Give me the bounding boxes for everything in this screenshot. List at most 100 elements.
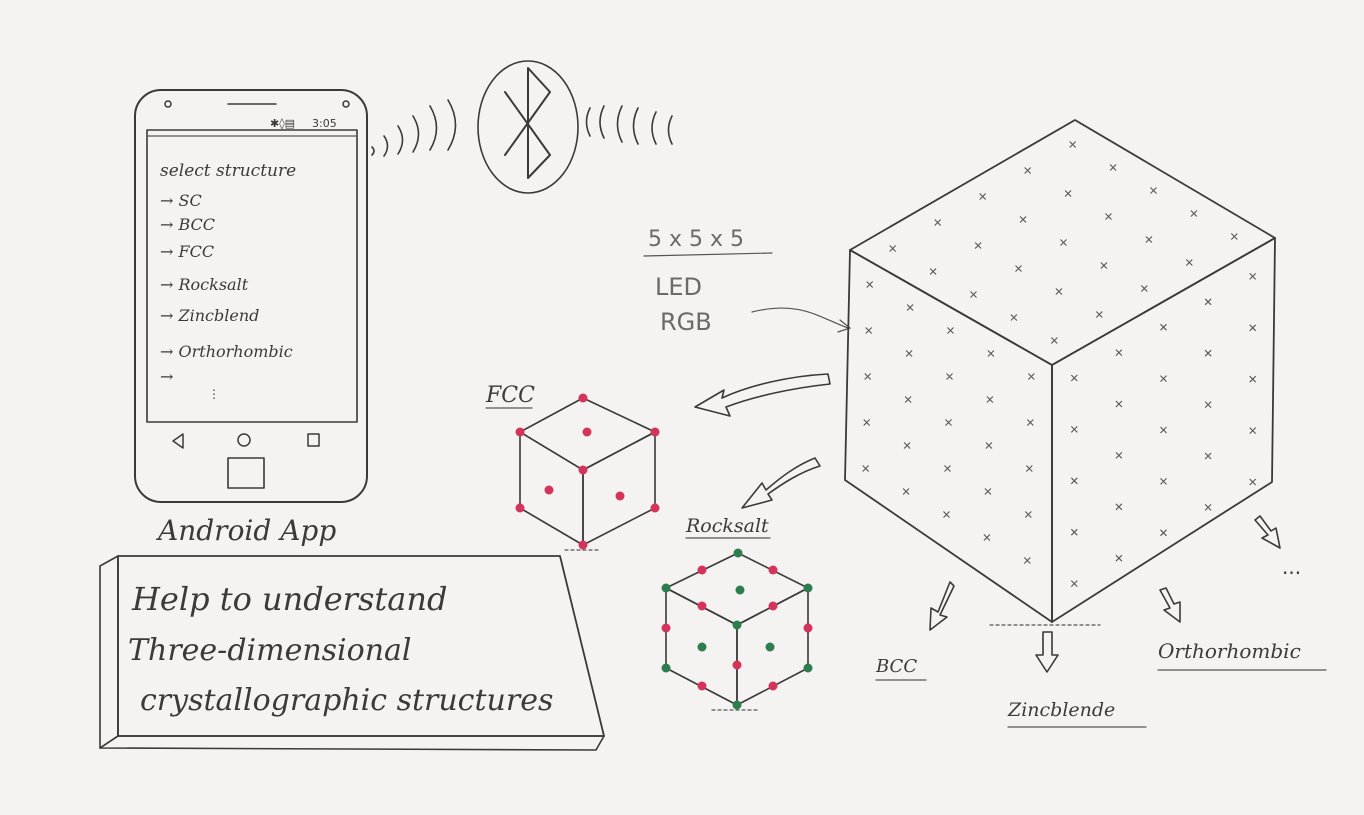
led-mark [863, 419, 871, 426]
rocksalt-label: Rocksalt [685, 515, 769, 537]
fcc-atom [615, 491, 625, 501]
led-mark [1160, 323, 1167, 331]
rocksalt-atom-red [768, 565, 778, 575]
wave-left-4 [412, 115, 420, 153]
led-mark [1204, 452, 1212, 460]
led-mark [947, 327, 954, 334]
led-mark [1024, 167, 1032, 174]
led-mark [1024, 511, 1032, 518]
led-mark [1160, 426, 1167, 434]
bluetooth-group [371, 60, 673, 194]
led-mark [1105, 213, 1112, 220]
led-mark [1160, 478, 1167, 485]
phone-menu-item-rocksalt[interactable]: → Rocksalt [160, 275, 249, 294]
led-mark [1249, 273, 1257, 280]
rocksalt-atom-red [661, 623, 671, 633]
led-mark [905, 350, 913, 357]
rocksalt-cube: Rocksalt [661, 515, 813, 711]
android-phone: ✱◊▤ 3:05 select structure → SC → BCC → F… [134, 89, 368, 547]
fcc-atom [578, 393, 588, 403]
led-mark [1025, 465, 1033, 472]
led-mark [1204, 298, 1212, 306]
led-mark [1160, 375, 1167, 382]
led-mark [1064, 190, 1072, 197]
rocksalt-atom-red [768, 681, 778, 691]
led-mark [943, 511, 950, 518]
led-mark [866, 281, 874, 288]
led-cube-top-face [849, 119, 1276, 366]
back-icon[interactable] [172, 433, 184, 449]
led-mark [904, 396, 912, 403]
description-sign: Help to understand Three-dimensional cry… [99, 555, 605, 751]
more-structures-ellipsis: ... [1282, 555, 1301, 579]
sign-side [99, 555, 119, 749]
phone-menu-item-orthorhombic[interactable]: → Orthorhombic [160, 342, 293, 361]
home-icon[interactable] [237, 433, 251, 447]
rocksalt-atom-green [732, 700, 742, 710]
led-mark [946, 373, 953, 380]
led-mark [974, 242, 982, 249]
led-mark [1115, 400, 1123, 408]
sign-bottom [99, 735, 605, 751]
fcc-atom [650, 427, 660, 437]
fcc-atoms [515, 393, 660, 550]
fcc-atom [578, 465, 588, 475]
led-mark [1069, 141, 1077, 148]
led-mark [1185, 259, 1193, 266]
rocksalt-atom-green [697, 642, 707, 652]
phone-menu-item-more[interactable]: → [160, 367, 173, 386]
led-mark [1204, 349, 1212, 357]
led-mark [902, 488, 910, 495]
led-mark [1019, 216, 1027, 223]
led-mark [1160, 529, 1167, 537]
home-button[interactable] [227, 457, 265, 489]
rocksalt-atom-green [661, 663, 671, 673]
wave-left-3 [397, 125, 404, 155]
phone-body [134, 89, 368, 503]
arrow-to-fcc [694, 373, 831, 417]
fcc-atom [578, 540, 588, 550]
rocksalt-atom-red [697, 565, 707, 575]
rocksalt-atom-green [765, 642, 775, 652]
led-mark [1115, 349, 1123, 356]
phone-caption: Android App [155, 514, 336, 547]
rocksalt-atoms [661, 548, 813, 710]
wave-right-5 [651, 111, 657, 145]
led-mark [1204, 401, 1212, 408]
phone-menu-item-fcc[interactable]: → FCC [160, 242, 214, 261]
rocksalt-atom-red [732, 660, 742, 670]
rocksalt-atom-red [768, 601, 778, 611]
led-mark [944, 465, 951, 472]
rocksalt-atom-green [733, 548, 743, 558]
sign-line-2: Three-dimensional [128, 633, 412, 668]
led-mark [865, 327, 873, 334]
led-mark [1070, 426, 1078, 433]
orthorhombic-label: Orthorhombic [1158, 639, 1301, 663]
led-mark [970, 291, 977, 298]
wave-right-4 [632, 107, 639, 145]
structure-arrows [694, 373, 1281, 673]
zincblende-label: Zincblende [1007, 699, 1115, 721]
phone-menu-ellipsis-icon: ⋮ [208, 387, 220, 401]
led-mark [1055, 288, 1063, 295]
led-mark [1095, 311, 1103, 318]
led-mark [1050, 337, 1058, 344]
led-mark [1150, 187, 1157, 194]
led-mark [1230, 233, 1238, 240]
arrow-to-more [1254, 515, 1281, 549]
recents-icon[interactable] [307, 433, 320, 447]
phone-menu-item-sc[interactable]: → SC [160, 191, 202, 210]
phone-menu-item-zincblend[interactable]: → Zincblend [160, 306, 259, 325]
led-cube-left-face [844, 249, 1053, 623]
led-mark [985, 442, 993, 449]
led-label-line1: LED [655, 273, 702, 301]
fcc-atom [515, 503, 525, 513]
fcc-atom [582, 427, 592, 437]
phone-status-icons: ✱◊▤ [270, 117, 295, 130]
phone-menu-item-bcc[interactable]: → BCC [160, 215, 215, 234]
led-mark [1249, 375, 1257, 383]
wave-right-3 [616, 105, 623, 143]
led-mark [979, 193, 987, 200]
led-mark [986, 396, 994, 403]
